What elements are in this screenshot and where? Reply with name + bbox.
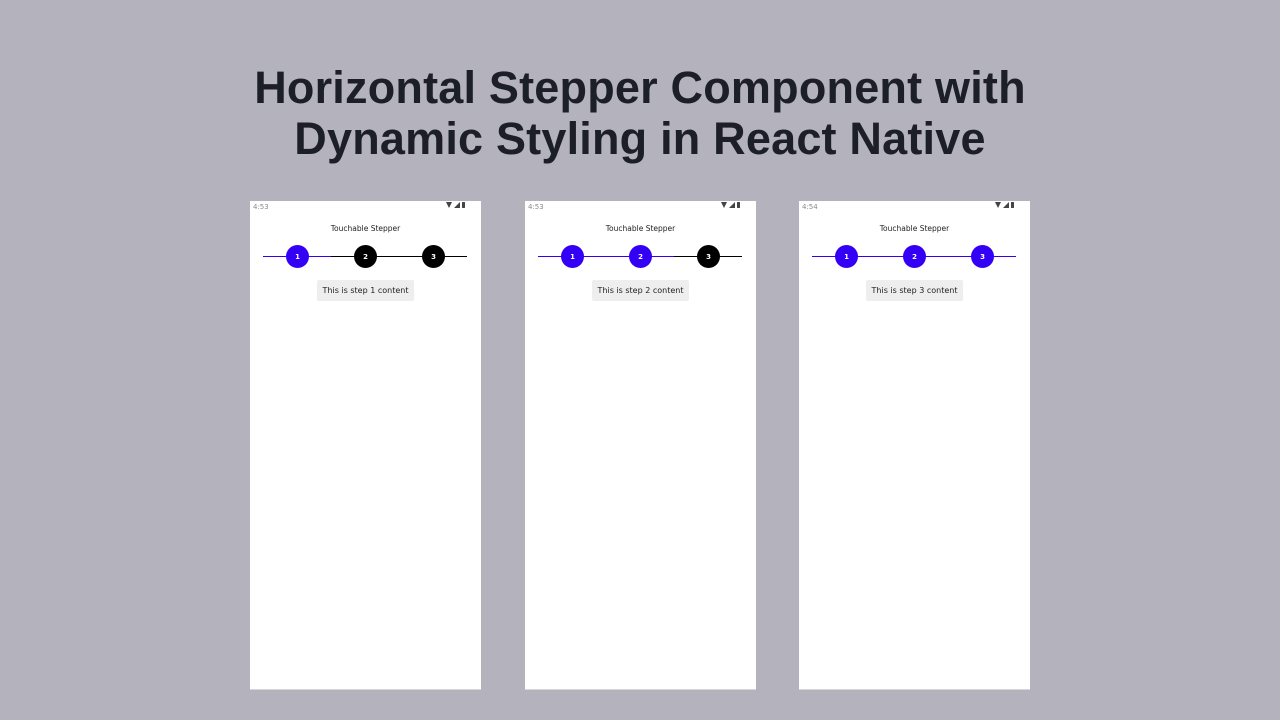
step-circle-3[interactable]: 3 [971, 245, 994, 268]
phone-screen-step-2: 4:53 Touchable Stepper 1 2 3 This is ste… [525, 201, 756, 690]
phone-screen-step-1: 4:53 Touchable Stepper 1 2 3 This is ste… [250, 201, 481, 690]
stepper-connector [331, 256, 467, 258]
step-content: This is step 3 content [865, 280, 964, 301]
signal-icon [1003, 202, 1009, 208]
status-time: 4:54 [802, 203, 818, 211]
horizontal-stepper: 1 2 3 [812, 245, 1016, 269]
status-bar: 4:53 [525, 201, 756, 213]
wifi-icon [995, 202, 1001, 208]
step-circle-2[interactable]: 2 [354, 245, 377, 268]
horizontal-stepper: 1 2 3 [538, 245, 742, 269]
step-circle-3[interactable]: 3 [422, 245, 445, 268]
app-title: Touchable Stepper [605, 224, 676, 233]
wifi-icon [721, 202, 727, 208]
status-time: 4:53 [253, 203, 269, 211]
step-circle-2[interactable]: 2 [629, 245, 652, 268]
status-bar: 4:53 [250, 201, 481, 213]
step-content: This is step 2 content [591, 280, 690, 301]
battery-icon [737, 202, 740, 208]
phone-screen-step-3: 4:54 Touchable Stepper 1 2 3 This is ste… [799, 201, 1030, 690]
app-title: Touchable Stepper [879, 224, 950, 233]
status-time: 4:53 [528, 203, 544, 211]
battery-icon [1011, 202, 1014, 208]
status-bar: 4:54 [799, 201, 1030, 213]
stepper-connector [538, 256, 674, 258]
page-title-line-1: Horizontal Stepper Component with [254, 62, 1026, 113]
step-circle-2[interactable]: 2 [903, 245, 926, 268]
page-title-line-2: Dynamic Styling in React Native [294, 113, 986, 164]
page-title: Horizontal Stepper Component with Dynami… [0, 62, 1280, 164]
step-circle-3[interactable]: 3 [697, 245, 720, 268]
battery-icon [462, 202, 465, 208]
step-circle-1[interactable]: 1 [561, 245, 584, 268]
app-title: Touchable Stepper [330, 224, 401, 233]
step-circle-1[interactable]: 1 [835, 245, 858, 268]
step-circle-1[interactable]: 1 [286, 245, 309, 268]
signal-icon [454, 202, 460, 208]
step-content: This is step 1 content [316, 280, 415, 301]
horizontal-stepper: 1 2 3 [263, 245, 467, 269]
wifi-icon [446, 202, 452, 208]
signal-icon [729, 202, 735, 208]
